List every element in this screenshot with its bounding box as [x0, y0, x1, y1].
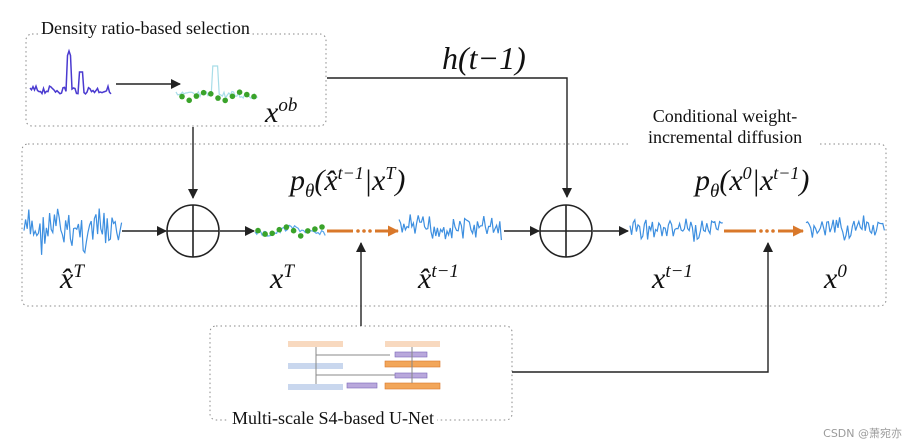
selected-point	[193, 93, 200, 99]
selected-point	[255, 227, 261, 234]
signal-xT-points	[255, 224, 325, 239]
selected-point	[215, 95, 221, 101]
label-p-theta-reverse-1: pθ(x̂t−1|xT)	[290, 163, 406, 202]
selected-point	[269, 230, 276, 237]
selected-point	[208, 91, 214, 97]
selected-point	[305, 228, 311, 234]
label-xhat-tm1-base: x̂	[418, 262, 432, 295]
label-xhat-tm1-sup: t−1	[431, 261, 459, 282]
diffusion-caption-line1: Conditional weight-	[652, 106, 798, 126]
signal-xhat-t-minus-1	[398, 214, 502, 241]
selected-point	[179, 93, 185, 100]
label-x-ob-sup: ob	[278, 95, 298, 116]
label-x-ob: xob	[265, 96, 297, 128]
density-selection-caption: Density ratio-based selection	[39, 18, 252, 38]
noisy-signal-xhat-T	[23, 208, 123, 255]
label-x-tm1-sup: t−1	[665, 261, 693, 282]
label-x-tm1-base: x	[652, 262, 666, 295]
label-x-0: x0	[824, 262, 847, 294]
diffusion-box	[21, 143, 887, 307]
unet-schematic-icon	[288, 341, 441, 390]
selected-signal-trace	[175, 65, 258, 100]
label-xhat-T: x̂T	[60, 262, 84, 294]
label-x-T-base: x	[270, 262, 284, 295]
label-x-T-sup: T	[283, 261, 294, 282]
label-xhat-t-minus-1: x̂t−1	[418, 262, 459, 294]
watermark: CSDN @萧宛亦	[823, 427, 902, 440]
sum-node-2	[539, 204, 593, 258]
label-p-theta-reverse-2: pθ(x0|xt−1)	[695, 163, 810, 202]
signal-x-0	[805, 215, 885, 241]
selected-point	[229, 93, 236, 100]
selected-point	[186, 97, 192, 104]
label-x-0-base: x	[824, 262, 838, 295]
selected-point	[244, 91, 250, 98]
signal-x-t-minus-1	[629, 218, 723, 242]
arrow-unet-to-step2	[512, 242, 773, 373]
label-xhat-T-base: x̂	[60, 262, 74, 295]
selected-point	[236, 89, 243, 95]
sum-node-1	[166, 204, 220, 258]
orange-step-arrow-1	[327, 225, 399, 237]
selected-point	[222, 97, 228, 104]
label-xhat-T-sup: T	[73, 261, 84, 282]
selected-point	[290, 227, 297, 234]
selected-points	[179, 89, 257, 104]
unet-box	[209, 325, 513, 421]
unet-caption: Multi-scale S4-based U-Net	[229, 409, 437, 427]
label-h-t-minus-1: h(t−1)	[442, 40, 526, 76]
selected-point	[319, 224, 325, 230]
label-x-T: xT	[270, 262, 294, 294]
selected-point	[312, 226, 318, 232]
selected-point	[276, 226, 283, 233]
observed-signal	[29, 48, 112, 96]
selected-point	[297, 233, 304, 239]
orange-step-arrow-2	[724, 225, 804, 237]
selected-point	[262, 231, 268, 237]
selected-point	[283, 224, 290, 230]
label-x-0-sup: 0	[837, 261, 847, 282]
diffusion-caption: Conditional weight- incremental diffusio…	[630, 106, 820, 148]
selected-point	[251, 93, 257, 100]
arrow-h-to-sum2	[327, 77, 572, 198]
label-x-t-minus-1: xt−1	[652, 262, 693, 294]
diffusion-caption-line2: incremental diffusion	[647, 127, 803, 147]
selected-point	[200, 89, 207, 96]
label-x-ob-base: x	[265, 96, 279, 129]
